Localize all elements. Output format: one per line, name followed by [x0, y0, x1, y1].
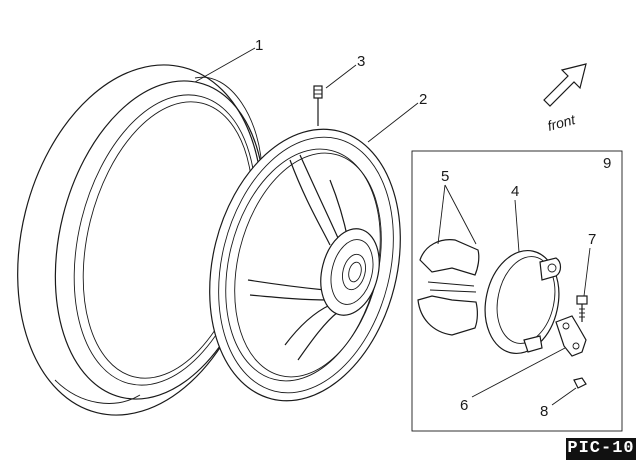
callout-1: 1 — [255, 37, 263, 54]
front-label: front — [546, 111, 578, 134]
leader-lines — [194, 47, 591, 406]
valve — [313, 85, 323, 126]
picture-label: PIC-10 — [566, 438, 636, 460]
nut — [573, 377, 587, 389]
callout-2: 2 — [419, 91, 427, 108]
callout-9: 9 — [603, 155, 611, 172]
brake-assembly-box — [411, 150, 623, 432]
front-arrow-icon — [543, 63, 587, 107]
callout-3: 3 — [357, 53, 365, 70]
brake-shoes — [417, 239, 480, 336]
callout-4: 4 — [511, 183, 519, 200]
brake-arm — [555, 315, 587, 357]
callout-7: 7 — [588, 231, 596, 248]
bolt — [576, 295, 588, 322]
brake-panel — [484, 249, 562, 355]
callout-8: 8 — [540, 403, 548, 420]
rim — [209, 128, 401, 402]
callout-5: 5 — [441, 168, 449, 185]
callout-6: 6 — [460, 397, 468, 414]
